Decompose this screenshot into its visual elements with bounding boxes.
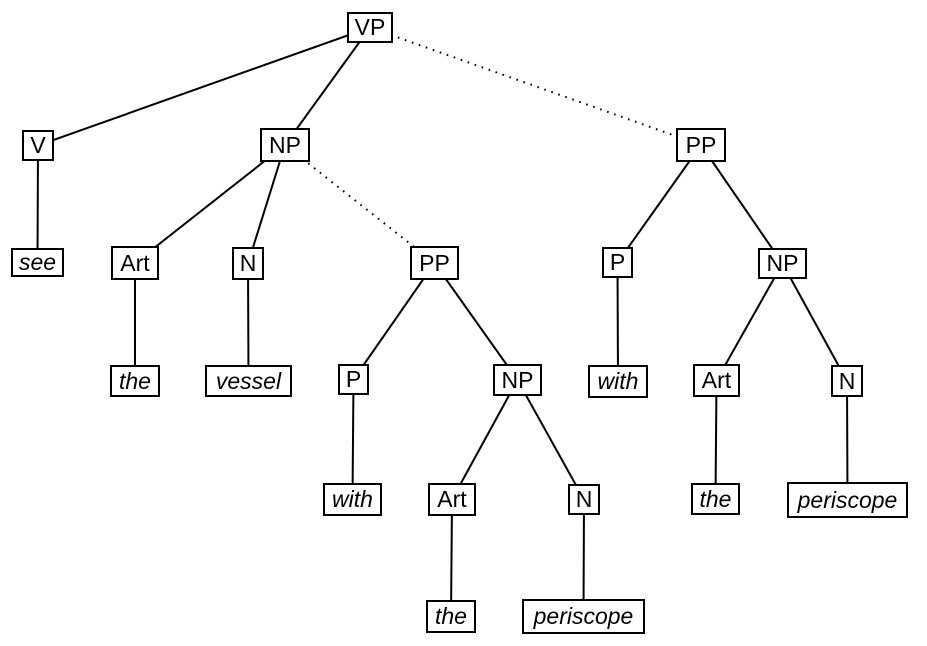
tree-node-pp_r: PP xyxy=(676,128,726,162)
tree-node-the_r: the xyxy=(691,483,740,515)
edge-art_m-the_m xyxy=(450,499,453,617)
edge-np1-n1 xyxy=(247,144,286,264)
tree-node-art1: Art xyxy=(111,246,159,280)
edge-pp_m-p_m xyxy=(352,262,436,381)
tree-node-p_r: P xyxy=(602,247,633,278)
edge-pp_m-np_m xyxy=(433,262,519,381)
edge-n1-vessel xyxy=(247,263,250,382)
tree-node-v: V xyxy=(22,130,54,161)
tree-node-the_m: the xyxy=(426,600,476,633)
edge-pp_r-p_r xyxy=(616,144,702,264)
edge-pp_r-np_r xyxy=(700,144,784,265)
edge-p_r-with_r xyxy=(616,262,619,382)
edge-np_r-n_r xyxy=(781,263,848,382)
edge-np1-art1 xyxy=(134,144,286,264)
edge-np_r-art_r xyxy=(715,263,784,381)
edge-vp-v xyxy=(37,26,371,147)
tree-node-np1: NP xyxy=(260,128,310,162)
edge-n_m-periscope_m xyxy=(582,499,585,617)
tree-node-with_r: with xyxy=(588,365,648,398)
tree-node-art_m: Art xyxy=(428,483,476,516)
tree-node-vp: VP xyxy=(347,12,393,43)
edge-vp-pp_r xyxy=(369,26,702,146)
edge-np_m-n_m xyxy=(516,379,585,500)
tree-node-np_m: NP xyxy=(493,364,542,396)
tree-node-np_r: NP xyxy=(758,248,807,279)
tree-node-the1: the xyxy=(110,365,160,397)
tree-node-vessel: vessel xyxy=(205,365,292,397)
tree-node-n_r: N xyxy=(831,365,863,397)
tree-node-n1: N xyxy=(232,247,264,280)
tree-node-periscope_r: periscope xyxy=(787,482,908,518)
tree-node-n_m: N xyxy=(568,484,600,515)
tree-node-periscope_m: periscope xyxy=(522,599,645,634)
edge-p_m-with_m xyxy=(351,379,355,500)
tree-node-art_r: Art xyxy=(693,364,740,397)
tree-node-see: see xyxy=(11,248,64,277)
tree-node-with_m: with xyxy=(323,483,382,516)
edge-vp-np1 xyxy=(284,26,371,146)
tree-node-p_m: P xyxy=(338,364,369,395)
edge-n_r-periscope_r xyxy=(846,380,849,501)
tree-node-pp_m: PP xyxy=(410,246,459,280)
edge-v-see xyxy=(36,145,39,263)
edge-np_m-art_m xyxy=(451,379,519,500)
edge-art_r-the_r xyxy=(714,380,718,500)
